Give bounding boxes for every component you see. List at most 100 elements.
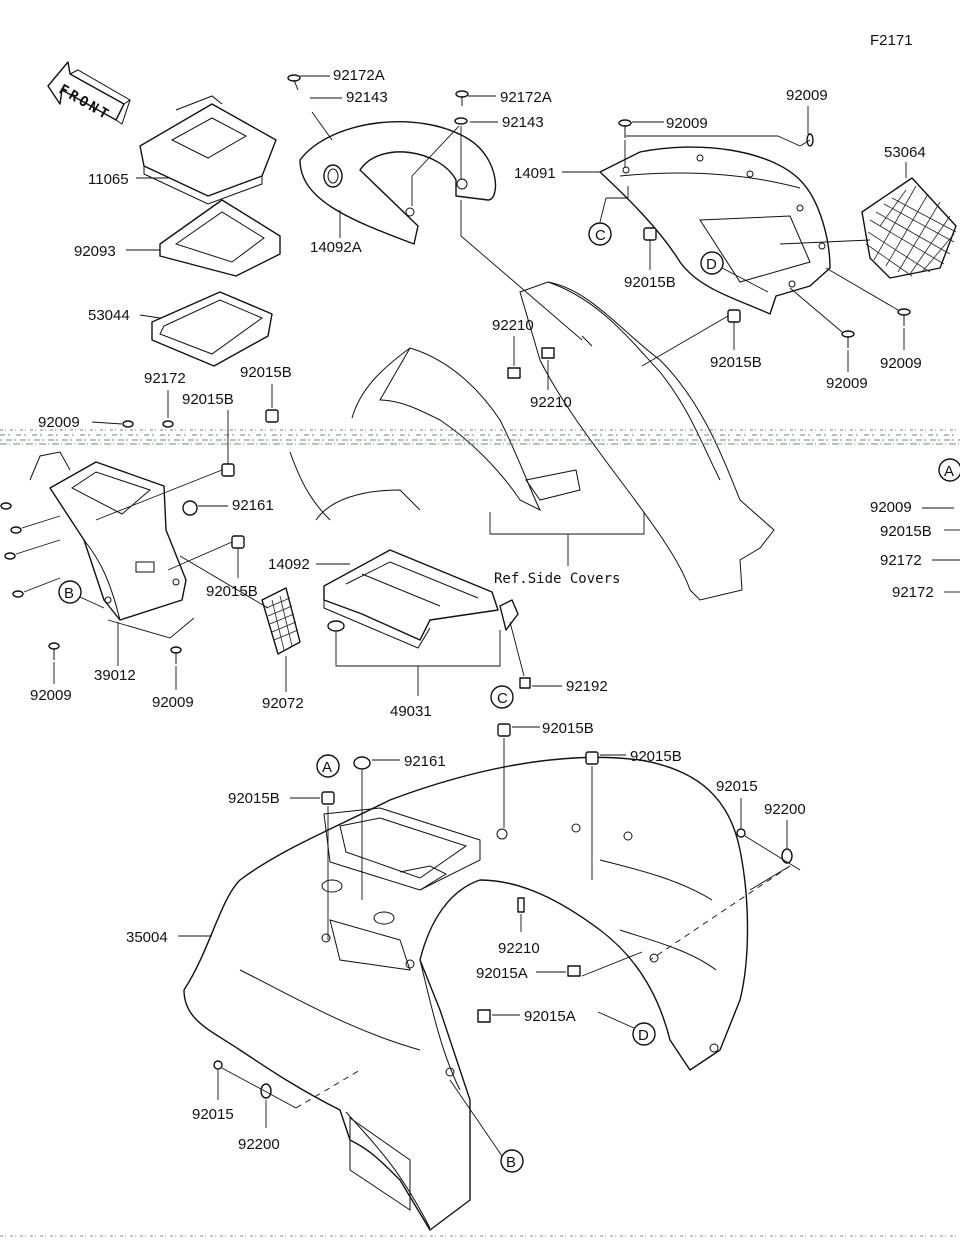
label-92210-c: 92210 xyxy=(498,940,540,957)
nut-92015 xyxy=(736,828,746,838)
cover-14091 xyxy=(599,146,831,315)
label-92015B-b: 92015B xyxy=(710,354,762,371)
washer-49031 xyxy=(327,620,345,632)
label-92015B-c: 92015B xyxy=(240,364,292,381)
collar-92015B-c xyxy=(265,409,279,423)
label-39012: 39012 xyxy=(94,667,136,684)
label-11065: 11065 xyxy=(88,171,129,188)
label-92015B-d: 92015B xyxy=(182,391,234,408)
collar-92015B-d xyxy=(221,463,235,477)
hinge-49031 xyxy=(499,599,519,631)
label-92161-a: 92161 xyxy=(232,497,274,514)
label-92172: 92172 xyxy=(144,370,186,387)
label-92093: 92093 xyxy=(74,243,116,260)
collar-92015B-e xyxy=(231,535,245,549)
collar-92015B-f xyxy=(497,723,511,737)
screw-92009-c xyxy=(841,330,855,348)
clip-92210-a xyxy=(507,367,521,379)
screw-92172A-2 xyxy=(455,90,469,106)
label-53044: 53044 xyxy=(88,307,130,324)
label-92143-2: 92143 xyxy=(502,114,544,131)
label-92210-a: 92210 xyxy=(492,317,534,334)
label-53064: 53064 xyxy=(884,144,926,161)
storage-lid-11065 xyxy=(139,95,277,205)
circle-c-2 xyxy=(490,685,514,709)
label-92015: 92015 xyxy=(716,778,758,795)
circle-a-right xyxy=(938,458,960,482)
screw-92009-a xyxy=(618,119,632,138)
label-92015A-a: 92015A xyxy=(476,965,528,982)
label-92015B-f: 92015B xyxy=(542,720,594,737)
screw-92009-g xyxy=(170,646,182,664)
washer-92200 xyxy=(781,848,793,864)
circle-d-2 xyxy=(632,1022,656,1046)
screw-92009-d xyxy=(897,308,911,326)
circle-a-2-label: A xyxy=(322,759,332,776)
label-35004: 35004 xyxy=(126,929,168,946)
clip-92015A-b xyxy=(477,1009,491,1023)
screw-92172A-1 xyxy=(287,74,301,91)
front-arrow: FRONT xyxy=(47,61,131,125)
circle-c-1 xyxy=(588,222,612,246)
label-92009-a: 92009 xyxy=(666,115,708,132)
label-92161-b: 92161 xyxy=(404,753,446,770)
label-92192: 92192 xyxy=(566,678,608,695)
label-92009-b: 92009 xyxy=(786,87,828,104)
label-92015B-e: 92015B xyxy=(206,583,258,600)
screw-92009-b xyxy=(799,133,814,147)
grille-92072 xyxy=(261,587,301,655)
edge-bolts-left xyxy=(0,502,61,598)
label-92072: 92072 xyxy=(262,695,304,712)
grille-53064 xyxy=(861,177,957,279)
label-right-92015B: 92015B xyxy=(880,523,932,540)
label-14092: 14092 xyxy=(268,556,310,573)
label-92015B-h: 92015B xyxy=(228,790,280,807)
label-14092A: 14092A xyxy=(310,239,362,256)
label-right-92172-a: 92172 xyxy=(880,552,922,569)
pin-92210-c xyxy=(517,897,525,913)
circle-d-1 xyxy=(700,251,724,275)
cap-92161-b xyxy=(353,756,371,770)
frame-92093 xyxy=(159,199,281,277)
label-92009-d: 92009 xyxy=(880,355,922,372)
label-right-92172-b: 92172 xyxy=(892,584,934,601)
circle-b-1-label: B xyxy=(64,585,74,602)
fender-35004 xyxy=(183,756,749,1231)
circle-d-1-label: D xyxy=(706,256,717,273)
clip-92192 xyxy=(519,677,531,689)
label-92009-g: 92009 xyxy=(152,694,194,711)
collar-92015B-b xyxy=(727,309,741,323)
circle-c-2-label: C xyxy=(497,690,508,707)
circle-a-2 xyxy=(316,754,340,778)
collar-92015B-g xyxy=(585,751,599,765)
seal-53044 xyxy=(151,291,273,367)
circle-a-right-label: A xyxy=(944,463,954,480)
screw-92009-f xyxy=(48,642,60,660)
screw-92172 xyxy=(162,420,174,428)
label-92009-e: 92009 xyxy=(38,414,80,431)
label-92009-c: 92009 xyxy=(826,375,868,392)
washer-92143-2 xyxy=(454,117,468,125)
nut-92015-b xyxy=(213,1060,223,1070)
label-92210-b: 92210 xyxy=(530,394,572,411)
label-92200-b: 92200 xyxy=(238,1136,280,1153)
circle-b-2-label: B xyxy=(506,1154,516,1171)
label-92015B-g: 92015B xyxy=(630,748,682,765)
collar-92015B-a xyxy=(643,227,657,241)
label-92015-b: 92015 xyxy=(192,1106,234,1123)
ref-side-covers-label: Ref.Side Covers xyxy=(494,571,620,587)
cover-14092A xyxy=(299,120,497,245)
circle-c-1-label: C xyxy=(595,227,606,244)
circle-d-2-label: D xyxy=(638,1027,649,1044)
label-14091: 14091 xyxy=(514,165,556,182)
figure-code: F2171 xyxy=(870,32,913,49)
circle-b-1 xyxy=(58,580,82,604)
circle-b-2 xyxy=(500,1149,524,1173)
lid-14092 xyxy=(323,549,499,649)
label-49031: 49031 xyxy=(390,703,432,720)
screw-92009-e xyxy=(122,420,134,428)
label-92015A-b: 92015A xyxy=(524,1008,576,1025)
clip-92015A-a xyxy=(567,965,581,977)
label-92200: 92200 xyxy=(764,801,806,818)
label-92015B-a: 92015B xyxy=(624,274,676,291)
